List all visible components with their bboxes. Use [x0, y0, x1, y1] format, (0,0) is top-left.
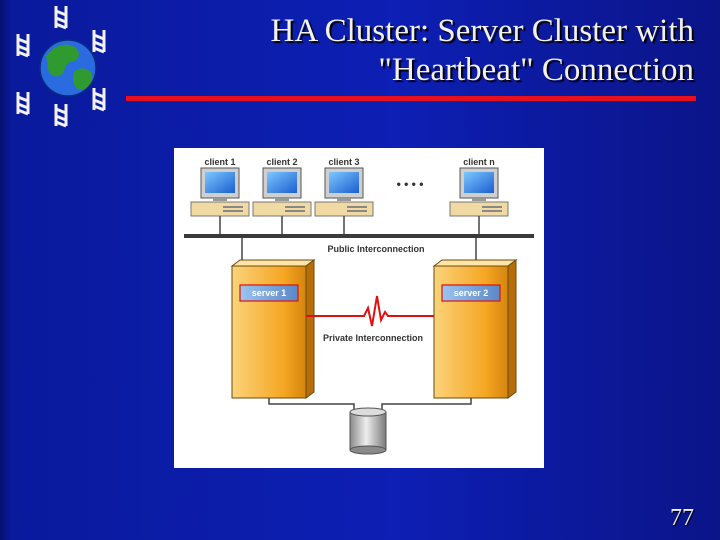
server-1-icon	[230, 259, 316, 399]
page-number: 77	[670, 505, 694, 531]
client-ellipsis: • • • •	[397, 177, 424, 191]
client-3-computer-icon	[314, 167, 374, 217]
client-n-computer-icon	[449, 167, 509, 217]
disk-storage-icon	[349, 407, 387, 455]
title-underline	[126, 96, 696, 101]
client-2-computer-icon	[252, 167, 312, 217]
cluster-diagram: client 1 client 2 client 3 client n • • …	[174, 148, 544, 468]
server-2-label: server 2	[454, 288, 489, 298]
private-interconnection-label: Private Interconnection	[323, 333, 423, 343]
server-2-icon	[432, 259, 518, 399]
client-1-computer-icon	[190, 167, 250, 217]
slide-title: HA Cluster: Server Cluster with "Heartbe…	[174, 12, 694, 90]
public-interconnection-label: Public Interconnection	[327, 244, 424, 254]
client-3-label: client 3	[328, 157, 359, 167]
title-line-2: "Heartbeat" Connection	[378, 52, 694, 88]
title-line-1: HA Cluster: Server Cluster with	[270, 13, 694, 49]
client-n-label: client n	[463, 157, 495, 167]
server-1-label: server 1	[252, 288, 287, 298]
heartbeat-line	[306, 295, 434, 327]
globe-logo-icon	[16, 6, 106, 128]
client-1-label: client 1	[204, 157, 235, 167]
client-2-label: client 2	[266, 157, 297, 167]
